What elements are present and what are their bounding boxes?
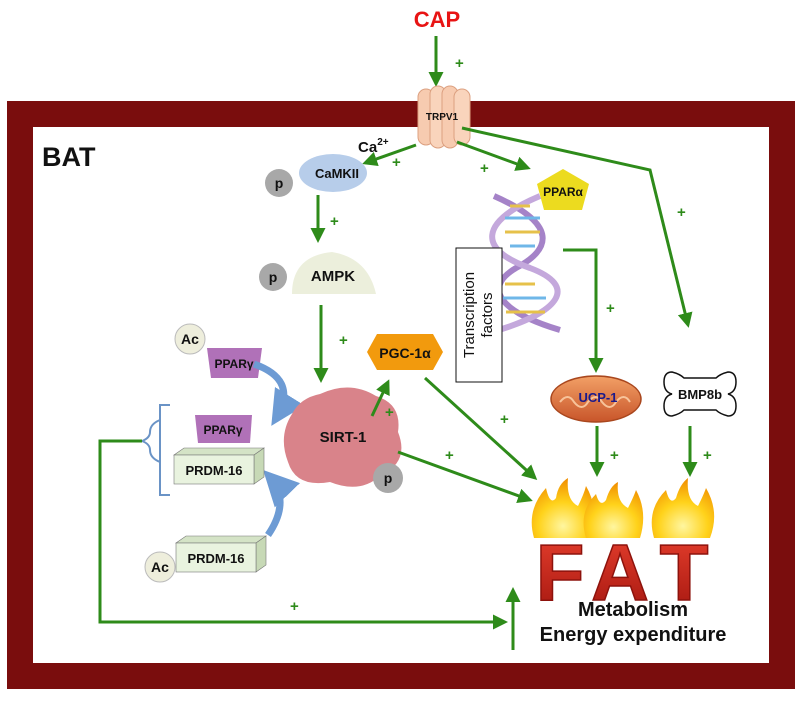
bat-frame — [7, 101, 795, 689]
plus-sign: + — [480, 160, 489, 177]
pgc1a-node — [367, 334, 443, 370]
acetyl-label: Ac — [181, 331, 199, 347]
flame-icon — [531, 478, 595, 538]
transcription-factors-box: Transcription factors — [455, 247, 503, 383]
phospho-marker — [265, 169, 293, 197]
phospho-label: p — [384, 470, 393, 486]
phospho-marker — [259, 263, 287, 291]
arrow-sirt1-pgc1a — [370, 379, 390, 417]
outcome-energy-expenditure: Energy expenditure — [540, 624, 727, 646]
complex-brace — [139, 419, 161, 463]
acetyl-marker — [174, 323, 206, 355]
acetyl-marker — [144, 551, 176, 583]
pgc1a-label: PGC-1α — [379, 345, 431, 361]
transcription-factors-label: Transcription — [461, 272, 478, 358]
fat-letter: A — [591, 528, 649, 617]
deacetylation-arrow — [252, 360, 305, 426]
arrow-pgc1a-fat — [423, 376, 538, 481]
sirt1-label: SIRT-1 — [320, 429, 367, 446]
prdm16-label: PRDM-16 — [187, 551, 244, 566]
prdm16-node — [175, 535, 267, 573]
arrow-trpv1-camkii — [362, 143, 417, 167]
plus-sign: + — [500, 411, 509, 428]
bmp8b-node — [663, 371, 737, 417]
ucp1-label: UCP-1 — [578, 390, 617, 405]
ppar-gamma-node — [207, 348, 262, 378]
calcium-label: Ca2+ — [358, 137, 389, 156]
bmp8b-label: BMP8b — [678, 387, 722, 402]
fat-letter: F — [536, 528, 585, 617]
dna-helix-icon — [489, 193, 561, 335]
trpv1-channel-icon — [417, 85, 471, 149]
prdm16-label: PRDM-16 — [185, 463, 242, 478]
trpv1-label: TRPV1 — [426, 112, 459, 123]
arrow-dna-ucp1 — [563, 248, 604, 373]
arrow-complex-fat — [98, 439, 508, 630]
ppar-gamma-node — [195, 415, 252, 443]
ppar-gamma-label: PPARγ — [203, 423, 242, 437]
cap-label: CAP — [414, 7, 460, 32]
fat-letter: T — [660, 528, 709, 617]
plus-sign: + — [455, 55, 464, 72]
flame-icon — [651, 478, 715, 538]
camkii-label: CaMKII — [315, 166, 359, 181]
flame-icon — [583, 482, 644, 538]
plus-sign: + — [290, 598, 299, 615]
ampk-label: AMPK — [311, 268, 355, 285]
prdm16-node — [173, 447, 265, 485]
arrow-trpv1-ppara — [456, 140, 531, 171]
bat-label: BAT — [42, 142, 96, 172]
ppar-alpha-label: PPARα — [543, 185, 583, 199]
outcome-metabolism: Metabolism — [578, 599, 688, 621]
plus-sign: + — [330, 213, 339, 230]
transcription-factors-label: factors — [479, 292, 496, 337]
plus-sign: + — [703, 447, 712, 464]
ampk-node — [292, 252, 376, 294]
plus-sign: + — [385, 404, 394, 421]
complex-bracket — [159, 404, 170, 496]
plus-sign: + — [606, 300, 615, 317]
plus-sign: + — [339, 332, 348, 349]
plus-sign: + — [610, 447, 619, 464]
phospho-marker — [373, 463, 403, 493]
arrow-sirt1-fat — [397, 450, 533, 503]
sirt1-node — [283, 387, 402, 487]
mitochondrion-icon — [550, 375, 642, 423]
acetyl-label: Ac — [151, 559, 169, 575]
ppar-alpha-node — [537, 169, 589, 210]
phospho-label: p — [275, 175, 284, 191]
deacetylation-arrow — [263, 469, 301, 537]
phospho-label: p — [269, 269, 278, 285]
arrow-trpv1-bmp8b — [461, 126, 693, 328]
plus-sign: + — [392, 154, 401, 171]
camkii-node — [299, 154, 367, 192]
ppar-gamma-label: PPARγ — [214, 357, 253, 371]
plus-sign: + — [445, 447, 454, 464]
plus-sign: + — [677, 204, 686, 221]
